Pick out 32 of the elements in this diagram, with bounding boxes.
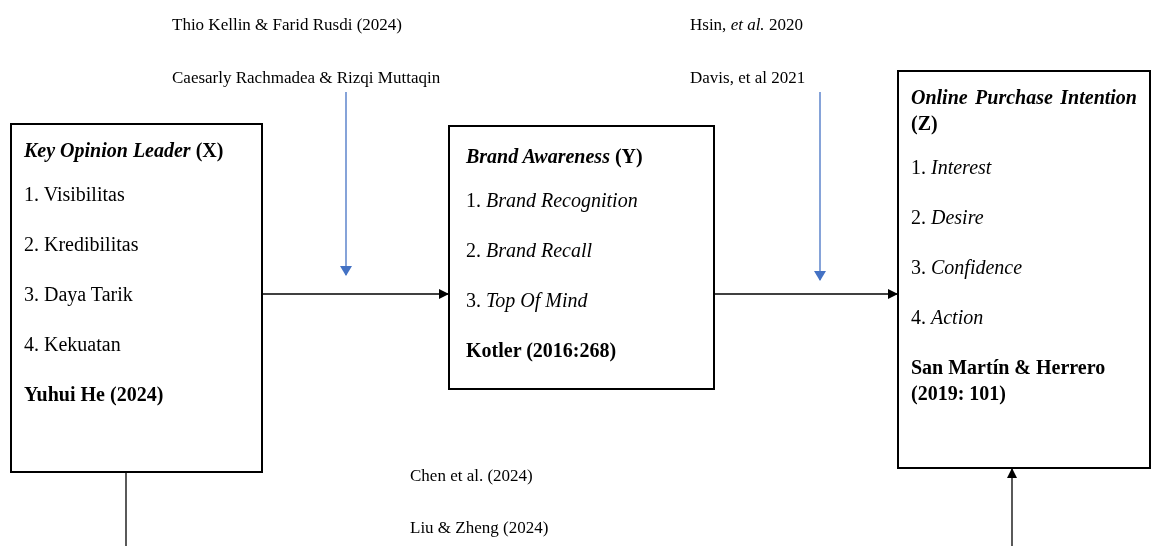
indicator-item: 1. Brand Recognition — [466, 188, 639, 213]
source-citation: San Martín & Herrero (2019: 101) — [911, 355, 1107, 406]
indicator-item: 4. Action — [911, 305, 985, 330]
citation-text: Thio Kellin & Farid Rusdi (2024) — [172, 14, 403, 36]
indicator-item: 4. Kekuatan — [24, 332, 122, 357]
variable-box — [10, 123, 263, 473]
arrow — [714, 289, 898, 299]
arrow — [340, 91, 352, 276]
variable-box — [897, 70, 1151, 469]
variable-heading: Key Opinion Leader (X) — [24, 138, 225, 163]
citation-text: Chen et al. (2024) — [410, 465, 533, 487]
variable-box — [448, 125, 715, 390]
citation-text: Liu & Zheng (2024) — [410, 517, 549, 539]
indicator-item: 3. Top Of Mind — [466, 288, 589, 313]
variable-heading: Brand Awareness (Y) — [466, 144, 644, 169]
source-citation: Yuhui He (2024) — [24, 382, 165, 407]
citation-text: Hsin, et al. 2020 — [690, 14, 804, 36]
citation-text: Caesarly Rachmadea & Rizqi Muttaqin — [172, 67, 442, 89]
indicator-item: 1. Visibilitas — [24, 182, 126, 207]
arrow — [1007, 468, 1017, 546]
indicator-item: 2. Brand Recall — [466, 238, 594, 263]
indicator-item: 3. Confidence — [911, 255, 1024, 280]
indicator-item: 1. Interest — [911, 155, 993, 180]
connector-line — [125, 472, 127, 546]
arrow — [814, 91, 826, 281]
indicator-item: 2. Kredibilitas — [24, 232, 140, 257]
indicator-item: 3. Daya Tarik — [24, 282, 134, 307]
indicator-item: 2. Desire — [911, 205, 985, 230]
arrow — [262, 289, 449, 299]
citation-text: Davis, et al 2021 — [690, 67, 807, 89]
variable-heading: Online Purchase Intention (Z) — [911, 85, 1137, 136]
source-citation: Kotler (2016:268) — [466, 338, 618, 363]
